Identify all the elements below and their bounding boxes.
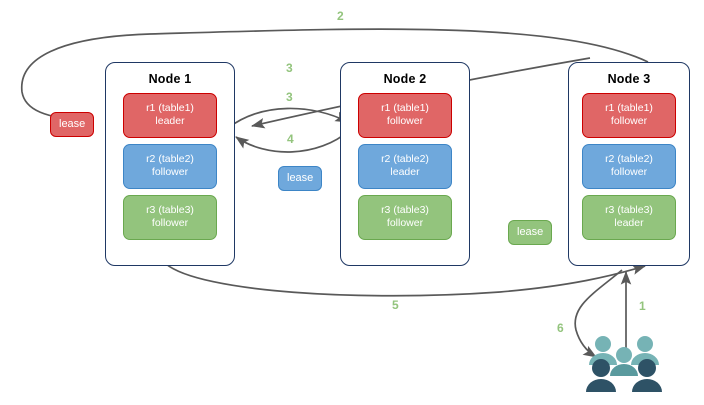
replica-role: follower <box>151 217 189 229</box>
replica-name: r1 (table1) <box>605 102 653 114</box>
step-label-1: 1 <box>639 299 646 313</box>
replica-role: follower <box>610 166 648 178</box>
replica-role: follower <box>151 166 189 178</box>
replica-role: follower <box>386 217 424 229</box>
replica-name: r2 (table2) <box>381 153 429 165</box>
step-label-4: 4 <box>287 132 294 146</box>
replica-name: r3 (table3) <box>605 204 653 216</box>
arrow-step-5 <box>165 263 646 297</box>
replica-name: r2 (table2) <box>605 153 653 165</box>
replica-role: follower <box>386 115 424 127</box>
replica-r1: r1 (table1) follower <box>582 93 676 138</box>
arrow-step-3-to-node2 <box>227 107 349 129</box>
replica-name: r1 (table1) <box>146 102 194 114</box>
step-label-2: 2 <box>337 9 344 23</box>
replica-r2: r2 (table2) follower <box>582 144 676 189</box>
replica-role: leader <box>390 166 420 178</box>
replica-r2: r2 (table2) leader <box>358 144 452 189</box>
replica-r1: r1 (table1) leader <box>123 93 217 138</box>
lease-box-red: lease <box>50 112 95 137</box>
replica-role: leader <box>155 115 185 127</box>
lease-box-green: lease <box>508 220 553 245</box>
node-title: Node 2 <box>383 72 427 86</box>
replica-r1: r1 (table1) follower <box>358 93 452 138</box>
replica-role: leader <box>614 217 644 229</box>
replica-r3: r3 (table3) leader <box>582 195 676 240</box>
step-label-3-a: 3 <box>286 61 293 75</box>
people-icon <box>586 336 662 392</box>
clients-group <box>586 333 662 395</box>
replica-r3: r3 (table3) follower <box>358 195 452 240</box>
node-title: Node 1 <box>148 72 192 86</box>
lease-box-blue: lease <box>278 166 323 191</box>
step-label-5: 5 <box>392 298 399 312</box>
replica-name: r3 (table3) <box>146 204 194 216</box>
replica-name: r3 (table3) <box>381 204 429 216</box>
replica-r2: r2 (table2) follower <box>123 144 217 189</box>
node-box-node-1: Node 1 r1 (table1) leader r2 (table2) fo… <box>105 62 235 266</box>
replica-name: r2 (table2) <box>146 153 194 165</box>
replica-r3: r3 (table3) follower <box>123 195 217 240</box>
replica-role: follower <box>610 115 648 127</box>
step-label-3-b: 3 <box>286 90 293 104</box>
node-title: Node 3 <box>607 72 651 86</box>
step-label-6: 6 <box>557 321 564 335</box>
replica-name: r1 (table1) <box>381 102 429 114</box>
node-box-node-3: Node 3 r1 (table1) follower r2 (table2) … <box>568 62 690 266</box>
node-box-node-2: Node 2 r1 (table1) follower r2 (table2) … <box>340 62 470 266</box>
